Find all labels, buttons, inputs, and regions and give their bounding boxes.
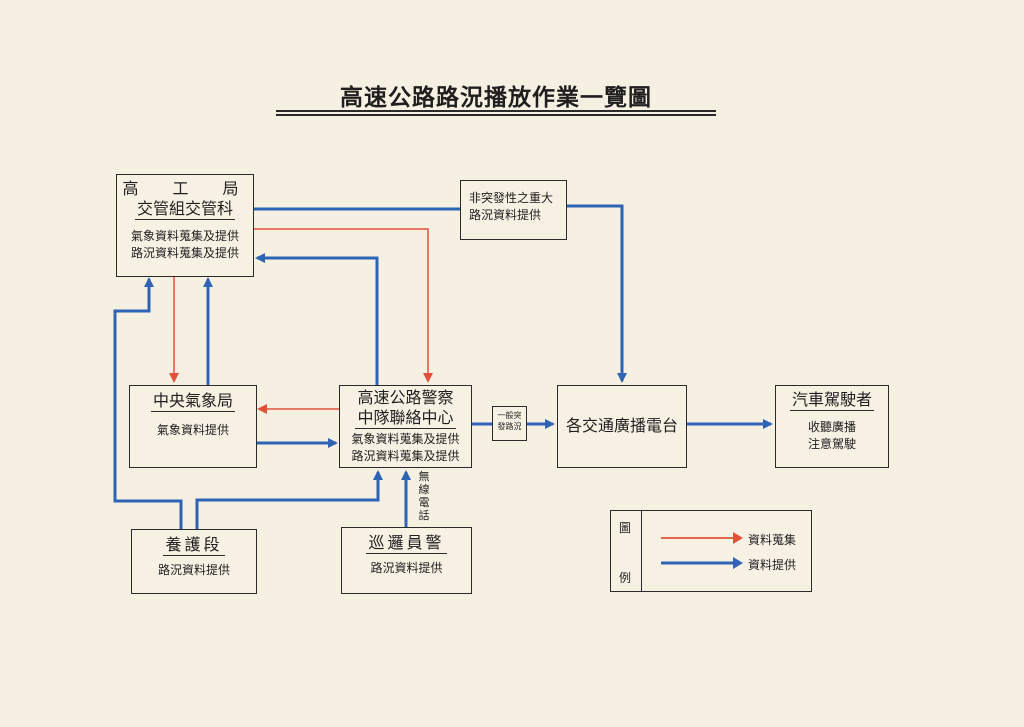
radio-name: 各交通廣播電台 bbox=[565, 416, 678, 435]
patrol-name: 巡邏員警 bbox=[366, 533, 447, 554]
flow-major-to-radio bbox=[566, 204, 627, 383]
bureau-desc-2: 路況資料蒐集及提供 bbox=[130, 246, 239, 260]
title-underline-bottom bbox=[276, 114, 716, 116]
police-desc-1: 氣象資料蒐集及提供 bbox=[351, 432, 460, 446]
bureau-name: 高 工 局 bbox=[122, 179, 248, 198]
node-maintenance: 養護段 路況資料提供 bbox=[131, 529, 257, 594]
major-line-1: 非突發性之重大 bbox=[469, 191, 554, 205]
node-highway-police: 高速公路警察 中隊聯絡中心 氣象資料蒐集及提供 路況資料蒐集及提供 bbox=[339, 385, 472, 468]
major-line-2: 路況資料提供 bbox=[469, 208, 542, 222]
bureau-section: 交管組交管科 bbox=[134, 199, 235, 220]
node-freeway-bureau: 高 工 局 交管組交管科 氣象資料蒐集及提供 路況資料蒐集及提供 bbox=[116, 174, 254, 277]
legend-collect-label: 資料蒐集 bbox=[748, 533, 797, 547]
flow-police-to-bureau bbox=[255, 253, 379, 386]
police-desc-2: 路況資料蒐集及提供 bbox=[351, 449, 460, 463]
sudden-line-2: 發路況 bbox=[497, 422, 522, 431]
legend-label-top: 圖 bbox=[619, 521, 632, 535]
patrol-desc: 路況資料提供 bbox=[370, 561, 443, 575]
node-sudden-condition: 一般突 發路況 bbox=[492, 406, 527, 441]
flow-maint-to-bureau bbox=[113, 277, 183, 530]
page-title: 高速公路路況播放作業一覽圖 bbox=[340, 85, 652, 111]
flow-maint-to-police bbox=[195, 470, 383, 530]
police-name-1: 高速公路警察 bbox=[357, 388, 454, 407]
driver-desc-2: 注意駕駛 bbox=[807, 437, 856, 451]
legend-arrows bbox=[661, 532, 743, 569]
legend-label-bottom: 例 bbox=[619, 571, 632, 585]
node-radio-stations: 各交通廣播電台 bbox=[557, 385, 687, 468]
radio-phone-label: 無線電話 bbox=[418, 470, 430, 522]
node-drivers: 汽車駕駛者 收聽廣播 注意駕駛 bbox=[775, 385, 889, 468]
legend: 圖 例 資料蒐集 資料提供 bbox=[610, 510, 812, 592]
bureau-desc-1: 氣象資料蒐集及提供 bbox=[130, 229, 239, 243]
weather-name: 中央氣象局 bbox=[150, 391, 235, 412]
driver-name: 汽車駕駛者 bbox=[789, 390, 874, 411]
weather-desc: 氣象資料提供 bbox=[156, 423, 229, 437]
maint-name: 養護段 bbox=[163, 535, 225, 556]
node-major-condition: 非突發性之重大 路況資料提供 bbox=[460, 180, 567, 240]
flow-bureau-to-police-collect bbox=[253, 228, 433, 383]
sudden-line-1: 一般突 bbox=[497, 411, 522, 420]
node-patrol: 巡邏員警 路況資料提供 bbox=[341, 527, 472, 594]
driver-desc-1: 收聽廣播 bbox=[807, 420, 856, 434]
node-weather-bureau: 中央氣象局 氣象資料提供 bbox=[129, 385, 257, 468]
police-name-2: 中隊聯絡中心 bbox=[355, 408, 456, 429]
maint-desc: 路況資料提供 bbox=[157, 563, 230, 577]
title-underline-top bbox=[276, 110, 716, 112]
legend-label-column bbox=[611, 511, 642, 591]
legend-provide-label: 資料提供 bbox=[748, 558, 797, 572]
